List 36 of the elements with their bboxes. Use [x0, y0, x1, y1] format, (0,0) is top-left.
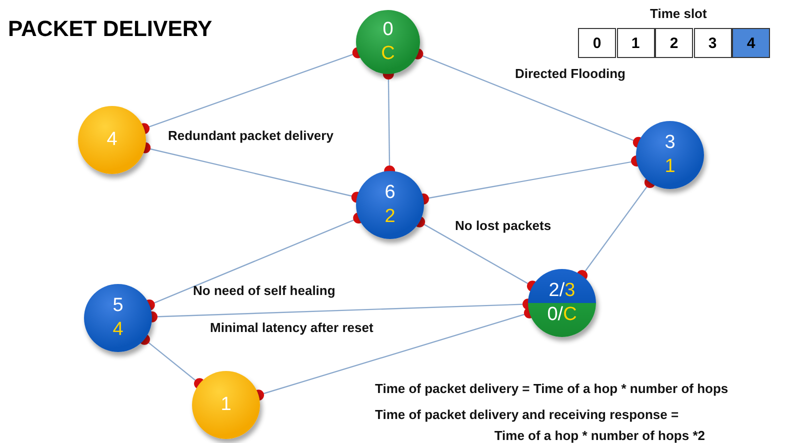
- node-number: 4: [112, 318, 124, 342]
- formula: Time of packet delivery and receiving response = Time of a hop * number of hops *2: [375, 406, 705, 443]
- network-node: [528, 269, 596, 337]
- network-node: [356, 171, 424, 239]
- time-slot-cell: 3: [694, 28, 732, 58]
- formula: Time of packet delivery = Time of a hop * number of hops: [375, 381, 728, 396]
- node-number: C: [381, 42, 395, 66]
- node-number: 3: [664, 131, 676, 155]
- link-line: [414, 216, 538, 292]
- node-number: 0/C: [547, 303, 577, 327]
- network-node: [78, 106, 146, 174]
- annotation: No lost packets: [455, 218, 552, 233]
- network-node: [356, 10, 420, 74]
- title: PACKET DELIVERY: [8, 16, 212, 42]
- node-number: 0: [382, 18, 394, 42]
- node-number: 4: [106, 128, 118, 152]
- time-slot-cell: 0: [578, 28, 616, 58]
- node-number: 1: [220, 393, 232, 417]
- annotation: Directed Flooding: [515, 66, 626, 81]
- network-node: [84, 284, 152, 352]
- time-slot-cell: 2: [655, 28, 693, 58]
- node-number: 2/3: [548, 279, 576, 303]
- annotation: No need of self healing: [193, 283, 336, 298]
- network-node: [636, 121, 704, 189]
- node-number: 6: [384, 181, 396, 205]
- network-node: [192, 371, 260, 439]
- link-line: [138, 334, 206, 390]
- table-header: Time slot: [650, 6, 707, 21]
- node-number: 5: [112, 294, 124, 318]
- annotation: Minimal latency after reset: [210, 320, 374, 335]
- node-number: 1: [664, 155, 676, 179]
- time-slot-cell: 1: [616, 28, 654, 58]
- time-slot-cell: 4: [732, 28, 770, 58]
- node-number: 2: [384, 205, 396, 229]
- annotation: Redundant packet delivery: [168, 128, 334, 143]
- link-line: [576, 176, 656, 282]
